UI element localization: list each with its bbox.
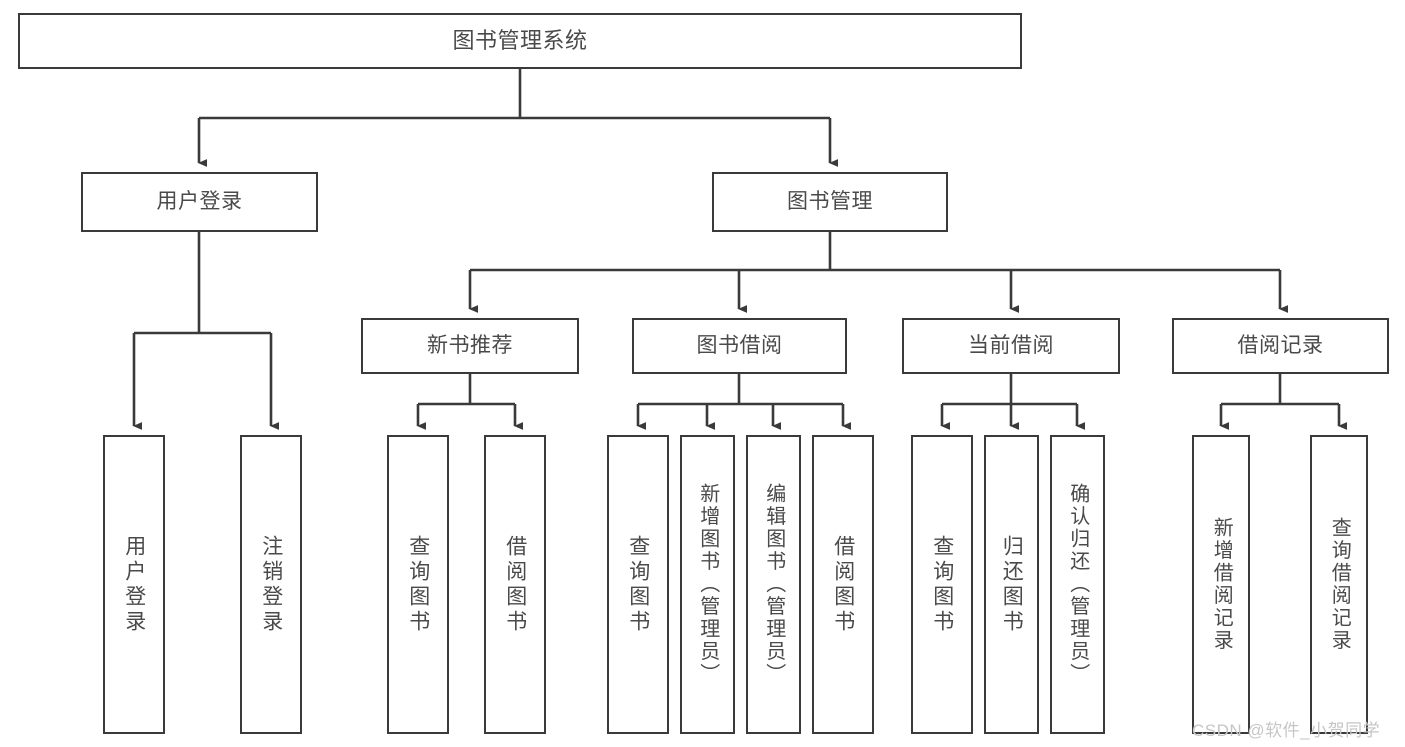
node-new-book-recommend-label: 新书推荐: [427, 333, 513, 357]
node-book-borrow[interactable]: 图书借阅: [632, 318, 847, 374]
node-leaf-query-book-3[interactable]: 查询图书: [911, 435, 973, 734]
node-book-manage[interactable]: 图书管理: [712, 172, 948, 232]
node-leaf-query-book-1[interactable]: 查询图书: [387, 435, 449, 734]
node-user-login[interactable]: 用户登录: [81, 172, 318, 232]
node-new-book-recommend[interactable]: 新书推荐: [361, 318, 579, 374]
node-book-borrow-label: 图书借阅: [696, 333, 783, 357]
node-user-login-label: 用户登录: [156, 189, 243, 213]
node-leaf-add-borrow-record-label: 新增借阅记录: [1210, 517, 1233, 652]
node-current-borrow-label: 当前借阅: [968, 333, 1054, 357]
node-leaf-borrow-book-1-label: 借阅图书: [503, 534, 527, 635]
node-root-system-label: 图书管理系统: [452, 28, 588, 54]
node-leaf-borrow-book-2[interactable]: 借阅图书: [812, 435, 874, 734]
node-leaf-add-book-admin[interactable]: 新增图书（管理员）: [680, 435, 735, 734]
node-root-system[interactable]: 图书管理系统: [18, 13, 1022, 69]
node-leaf-edit-book-admin[interactable]: 编辑图书（管理员）: [746, 435, 801, 734]
node-leaf-query-borrow-record[interactable]: 查询借阅记录: [1310, 435, 1368, 734]
node-leaf-return-book-label: 归还图书: [1000, 534, 1024, 635]
node-leaf-query-book-2[interactable]: 查询图书: [607, 435, 669, 734]
node-leaf-user-logout[interactable]: 注销登录: [240, 435, 302, 734]
node-leaf-user-logout-label: 注销登录: [259, 534, 283, 635]
node-leaf-query-book-2-label: 查询图书: [626, 534, 650, 635]
node-leaf-borrow-book-2-label: 借阅图书: [831, 534, 855, 635]
node-borrow-record[interactable]: 借阅记录: [1172, 318, 1389, 374]
node-leaf-add-borrow-record[interactable]: 新增借阅记录: [1192, 435, 1250, 734]
node-book-manage-label: 图书管理: [787, 189, 873, 213]
node-leaf-confirm-return-admin-label: 确认归还（管理员）: [1066, 483, 1089, 686]
node-current-borrow[interactable]: 当前借阅: [902, 318, 1120, 374]
node-borrow-record-label: 借阅记录: [1237, 333, 1324, 357]
node-leaf-return-book[interactable]: 归还图书: [984, 435, 1039, 734]
node-leaf-edit-book-admin-label: 编辑图书（管理员）: [762, 483, 785, 686]
node-leaf-query-book-1-label: 查询图书: [406, 534, 430, 635]
node-leaf-borrow-book-1[interactable]: 借阅图书: [484, 435, 546, 734]
node-leaf-add-book-admin-label: 新增图书（管理员）: [696, 483, 719, 686]
node-leaf-query-borrow-record-label: 查询借阅记录: [1328, 517, 1351, 652]
node-leaf-user-login[interactable]: 用户登录: [103, 435, 165, 734]
node-leaf-query-book-3-label: 查询图书: [930, 534, 954, 635]
node-leaf-confirm-return-admin[interactable]: 确认归还（管理员）: [1050, 435, 1105, 734]
node-leaf-user-login-label: 用户登录: [122, 534, 146, 635]
